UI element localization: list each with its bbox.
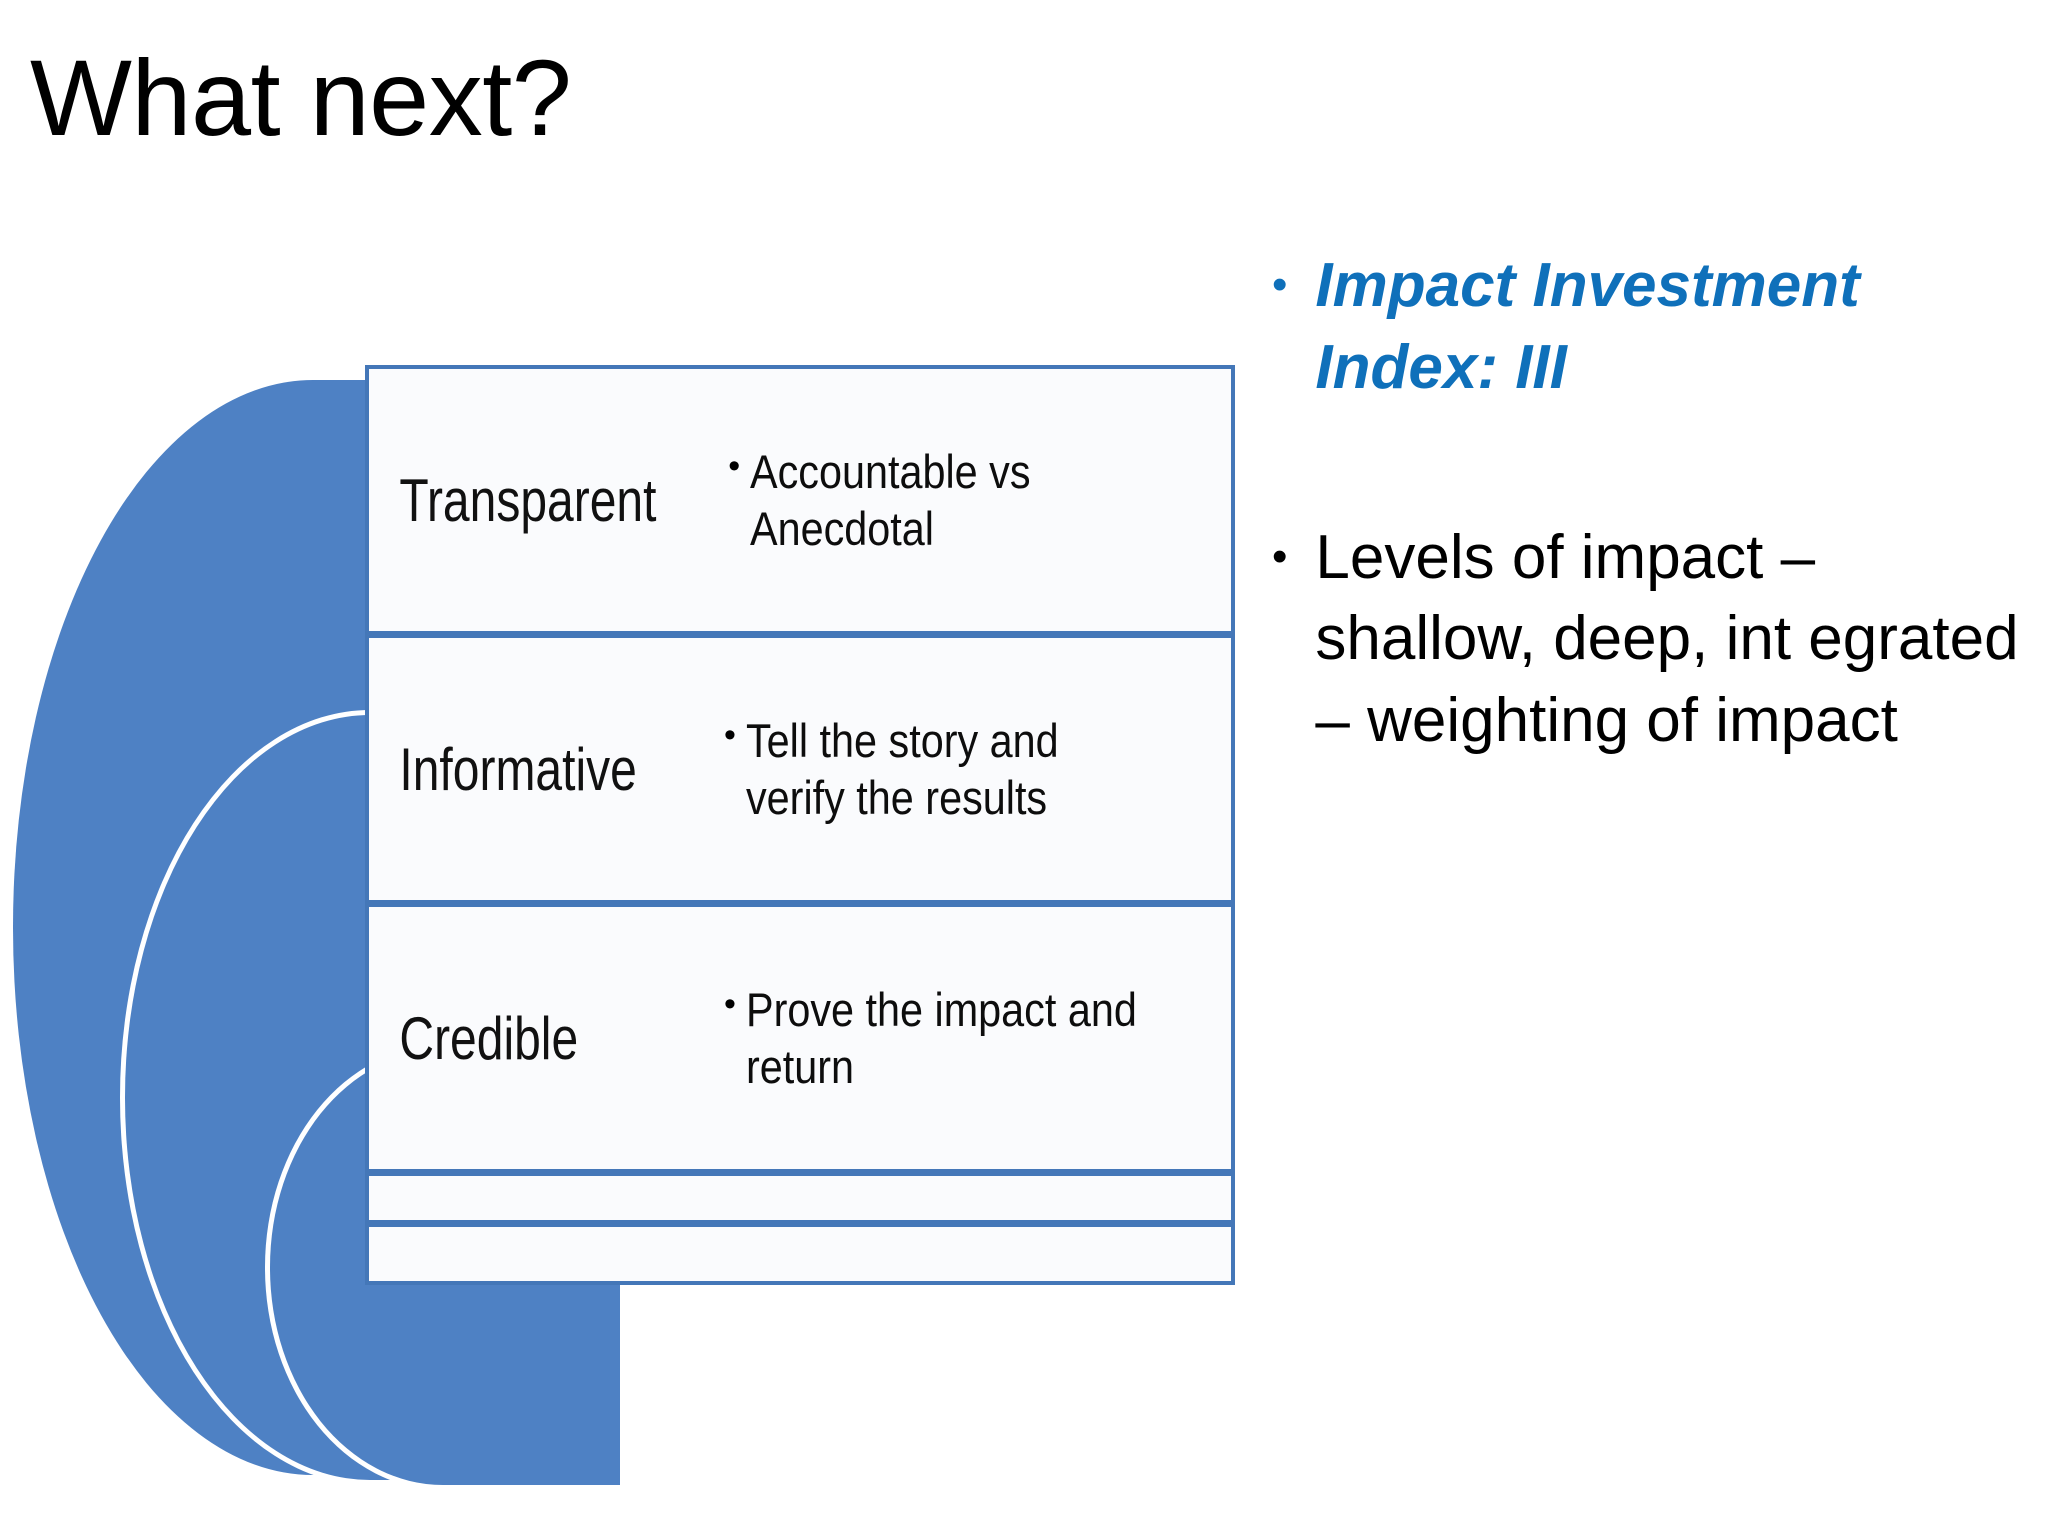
smartart-diagram: Transparent • Accountable vs Anecdotal I… bbox=[0, 365, 1250, 1495]
row-detail-transparent: • Accountable vs Anecdotal bbox=[728, 443, 1231, 558]
row-detail-text: Prove the impact and return bbox=[745, 982, 1137, 1093]
row-label-transparent: Transparent bbox=[399, 466, 657, 534]
row-label-informative: Informative bbox=[399, 735, 637, 803]
table-row[interactable]: Informative • Tell the story and verify … bbox=[365, 634, 1235, 904]
bullet-dot-icon: • bbox=[1272, 260, 1288, 309]
list-item[interactable]: • Levels of impact – shallow, deep, int … bbox=[1272, 517, 2048, 762]
bullet-dot-icon: • bbox=[1272, 531, 1288, 581]
bullet-dot-icon: • bbox=[724, 715, 736, 754]
bullet-text-levels-of-impact: Levels of impact – shallow, deep, int eg… bbox=[1315, 522, 2019, 756]
table-row[interactable]: Credible • Prove the impact and return bbox=[365, 903, 1235, 1173]
row-detail-informative: • Tell the story and verify the results bbox=[724, 712, 1231, 827]
page-title: What next? bbox=[30, 37, 572, 158]
row-label-credible: Credible bbox=[399, 1004, 579, 1072]
bullet-dot-icon: • bbox=[724, 984, 736, 1023]
bullet-text-impact-index: Impact Investment Index: III bbox=[1315, 251, 1860, 402]
bullet-list: • Impact Investment Index: III • Levels … bbox=[1272, 245, 2048, 762]
row-detail-credible: • Prove the impact and return bbox=[724, 981, 1231, 1096]
bullet-dot-icon: • bbox=[728, 446, 741, 485]
row-detail-text: Tell the story and verify the results bbox=[745, 713, 1059, 824]
table-row-empty[interactable] bbox=[365, 1172, 1235, 1224]
list-item[interactable]: • Impact Investment Index: III bbox=[1272, 245, 2048, 409]
row-detail-text: Accountable vs Anecdotal bbox=[750, 444, 1031, 555]
table-row[interactable]: Transparent • Accountable vs Anecdotal bbox=[365, 365, 1235, 635]
diagram-row-table: Transparent • Accountable vs Anecdotal I… bbox=[365, 365, 1235, 1285]
table-row-empty[interactable] bbox=[365, 1223, 1235, 1285]
